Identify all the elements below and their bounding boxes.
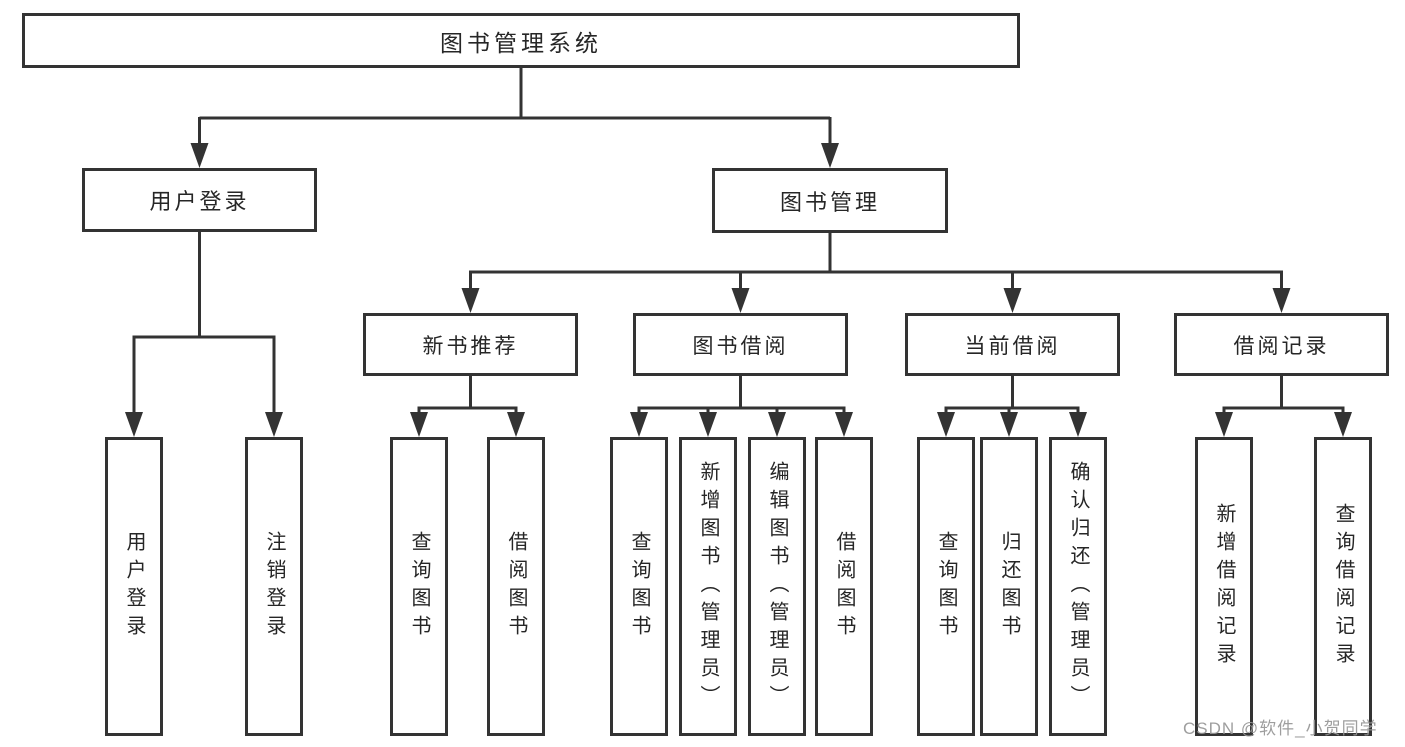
leaf-query-borrow-record: 查询借阅记录 [1314, 437, 1372, 736]
node-label: 借阅图书 [505, 530, 527, 643]
leaf-user-login: 用户登录 [105, 437, 163, 736]
node-label: 图书管理系统 [440, 29, 602, 56]
node-label: 图书管理 [779, 189, 880, 215]
node-label: 用户登录 [149, 189, 250, 214]
leaf-add-borrow-record: 新增借阅记录 [1195, 437, 1253, 736]
leaf-edit-book-admin: 编辑图书（管理员） [748, 437, 806, 736]
node-label: 用户登录 [123, 530, 145, 643]
node-label: 新增图书（管理员） [697, 460, 719, 713]
node-book-borrow: 图书借阅 [633, 313, 848, 376]
leaf-borrow-book-1: 借阅图书 [487, 437, 545, 736]
node-label: 注销登录 [263, 530, 285, 643]
node-label: 查询图书 [628, 530, 650, 643]
node-user-login: 用户登录 [82, 168, 317, 232]
node-label: 新增借阅记录 [1213, 502, 1235, 671]
leaf-borrow-book-2: 借阅图书 [815, 437, 873, 736]
arrowhead-icons [125, 143, 1352, 437]
node-label: 查询图书 [935, 530, 957, 643]
leaf-logout: 注销登录 [245, 437, 303, 736]
leaf-query-book-3: 查询图书 [917, 437, 975, 736]
leaf-confirm-return-admin: 确认归还（管理员） [1049, 437, 1107, 736]
node-current-borrow: 当前借阅 [905, 313, 1120, 376]
node-label: 借阅图书 [833, 530, 855, 643]
node-system-root: 图书管理系统 [22, 13, 1020, 68]
node-label: 借阅记录 [1233, 334, 1330, 358]
node-label: 确认归还（管理员） [1067, 460, 1089, 713]
leaf-add-book-admin: 新增图书（管理员） [679, 437, 737, 736]
node-label: 查询图书 [408, 530, 430, 643]
node-label: 归还图书 [998, 530, 1020, 643]
node-borrow-record: 借阅记录 [1174, 313, 1389, 376]
node-label: 当前借阅 [964, 334, 1061, 358]
leaf-query-book-1: 查询图书 [390, 437, 448, 736]
node-new-book-recommend: 新书推荐 [363, 313, 578, 376]
node-label: 查询借阅记录 [1332, 502, 1354, 671]
node-label: 编辑图书（管理员） [766, 460, 788, 713]
node-book-management: 图书管理 [712, 168, 948, 233]
leaf-query-book-2: 查询图书 [610, 437, 668, 736]
csdn-watermark: CSDN @软件_小贺同学 [1183, 719, 1378, 738]
node-label: 新书推荐 [422, 334, 519, 358]
leaf-return-book: 归还图书 [980, 437, 1038, 736]
node-label: 图书借阅 [692, 334, 789, 358]
